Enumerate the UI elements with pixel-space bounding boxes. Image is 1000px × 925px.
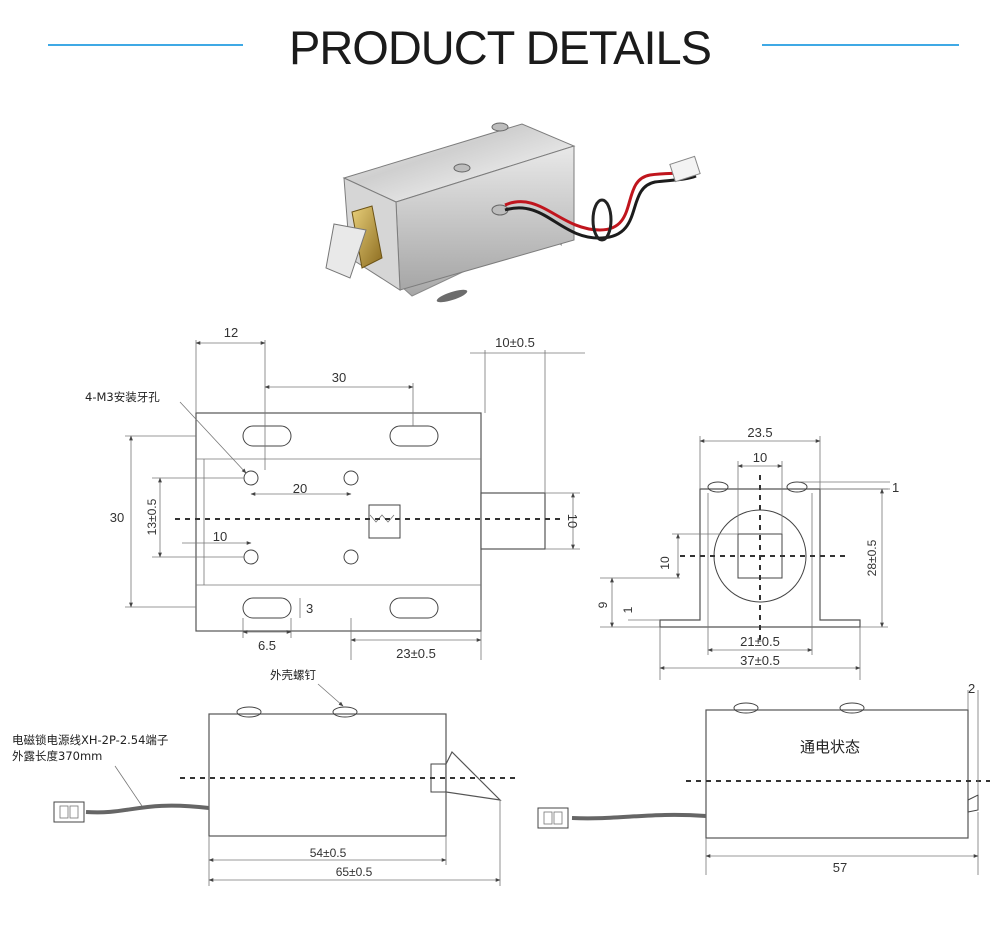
shell-screw-label: 外壳螺钉 [270, 668, 316, 682]
xh-connector-right [537, 807, 569, 829]
shell-screw [332, 706, 358, 718]
dim-21: 21±0.5 [740, 634, 780, 649]
header-line-right [762, 44, 959, 46]
dim-10-left: 10 [213, 529, 227, 544]
mount-slot [389, 597, 439, 619]
dim-12: 12 [224, 325, 238, 340]
dim-57: 57 [833, 860, 847, 875]
shell-screw [236, 706, 262, 718]
dim-1-base: 1 [621, 606, 635, 613]
dim-9: 9 [596, 601, 610, 608]
dim-23-5: 23.5 [747, 425, 772, 440]
mount-slot [389, 425, 439, 447]
powered-body-outline [705, 709, 969, 839]
dim-65: 65±0.5 [336, 865, 373, 879]
xh-connector [53, 801, 85, 823]
bottom-left-view: 外壳螺钉 电磁锁电源线XH-2P-2.54端子 外露长度370mm 54±0.5… [12, 668, 520, 886]
dim-10-center: 10 [658, 556, 672, 570]
side-screw [707, 481, 729, 493]
wire-label-2: 外露长度370mm [12, 749, 102, 763]
dim-23: 23±0.5 [396, 646, 436, 661]
dim-20: 20 [293, 481, 307, 496]
dim-37: 37±0.5 [740, 653, 780, 668]
m3-hole [343, 549, 359, 565]
front-view: 12 30 10±0.5 4-M3安装牙孔 30 13±0.5 20 10 10 [85, 325, 585, 661]
m3-hole [343, 470, 359, 486]
power-wire [85, 803, 210, 815]
dim-54: 54±0.5 [310, 846, 347, 860]
dim-3: 3 [306, 601, 313, 616]
dim-10-top: 10 [753, 450, 767, 465]
dim-13: 13±0.5 [145, 498, 159, 535]
powered-state-label: 通电状态 [800, 738, 860, 756]
header: PRODUCT DETAILS [0, 0, 1000, 90]
bottom-right-view: 通电状态 2 57 [537, 681, 990, 875]
dim-28: 28±0.5 [865, 539, 879, 576]
bolt [480, 492, 546, 550]
dim-6-5: 6.5 [258, 638, 276, 653]
page-title: PRODUCT DETAILS [289, 21, 712, 74]
dim-1-top: 1 [892, 480, 899, 495]
mount-slot [242, 425, 292, 447]
latch-bolt [445, 750, 502, 801]
dim-30-left: 30 [110, 510, 124, 525]
wire-label-1: 电磁锁电源线XH-2P-2.54端子 [12, 733, 168, 747]
hole-label: 4-M3安装牙孔 [85, 390, 160, 404]
lock-body-outline [208, 713, 447, 837]
dim-2: 2 [968, 681, 975, 696]
side-view: 23.5 10 1 28±0.5 10 9 1 21±0.5 [596, 425, 899, 680]
dim-10-bolt: 10±0.5 [495, 335, 535, 350]
header-line-left [48, 44, 243, 46]
mount-slot [242, 597, 292, 619]
front-body-outline [195, 412, 482, 632]
dim-10-right: 10 [565, 514, 580, 528]
dim-30-top: 30 [332, 370, 346, 385]
product-photo [325, 122, 701, 303]
side-screw [786, 481, 808, 493]
